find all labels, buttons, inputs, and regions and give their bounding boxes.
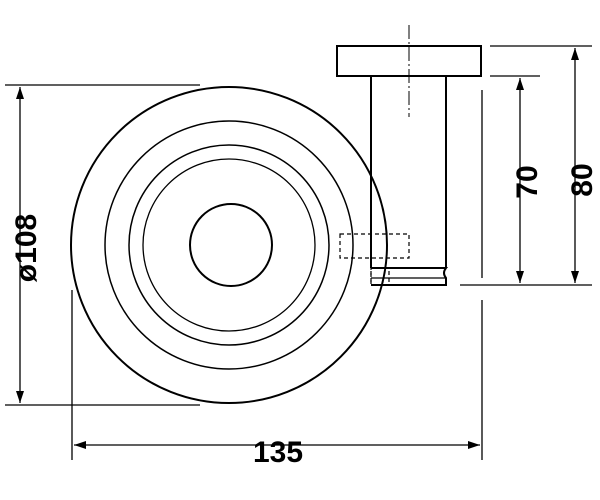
outer-rosette-circle — [70, 86, 388, 404]
inner-ring-circle — [128, 144, 330, 346]
width-label: 135 — [253, 436, 303, 469]
height-total-label: 80 — [566, 163, 599, 196]
side-view — [336, 25, 482, 286]
height-inner-label: 70 — [511, 165, 544, 198]
inner-ring-circle-2 — [142, 158, 316, 332]
hidden-lines — [339, 168, 410, 286]
front-view — [70, 86, 388, 404]
dimension-lines — [5, 45, 592, 460]
rosette-ring-circle — [104, 120, 354, 370]
hook-hole-circle — [189, 203, 273, 287]
diameter-label: ø108 — [10, 214, 43, 282]
